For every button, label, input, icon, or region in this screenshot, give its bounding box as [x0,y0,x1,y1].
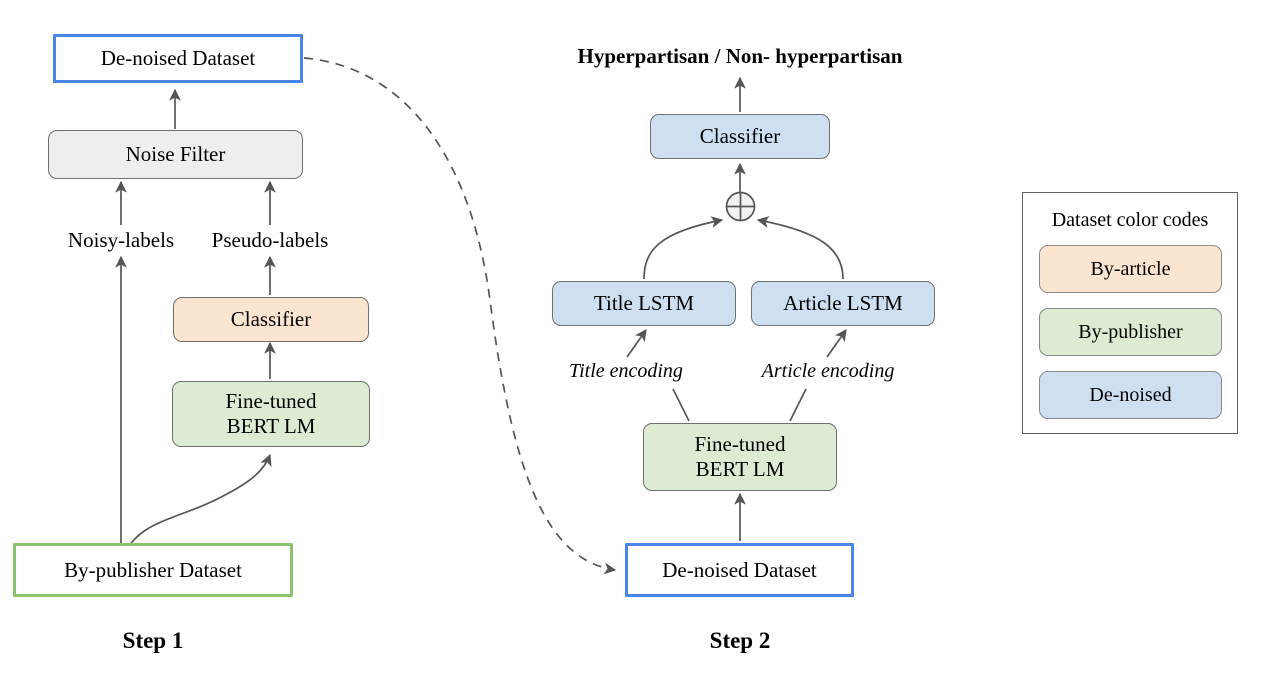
merge-plus-icon [725,191,756,222]
step2-bert-line1: Fine-tuned [694,432,786,457]
step1-classifier-label: Classifier [230,307,312,332]
legend-panel: Dataset color codes By-article By-publis… [1022,192,1238,434]
edge-articlelstm-to-merge [756,216,844,280]
legend-item-de-noised[interactable]: De-noised [1039,371,1222,419]
step1-bypublisher-dataset-box[interactable]: By-publisher Dataset [13,543,293,597]
step1-classifier-box[interactable]: Classifier [173,297,369,342]
step1-bert-line2: BERT LM [226,414,316,438]
step2-output-label: Hyperpartisan / Non- hyperpartisan [577,44,903,68]
step1-bert-line1: Fine-tuned [225,389,317,414]
label-article-encoding: Article encoding [761,360,895,382]
step2-article-lstm-label: Article LSTM [783,291,903,316]
label-pseudo-labels: Pseudo-labels [211,228,329,252]
step2-denoised-dataset-box[interactable]: De-noised Dataset [625,543,854,597]
edge-bert-to-articleencoding [789,388,807,422]
edge-titlelstm-to-merge [643,216,724,280]
edge-bert-to-titleencoding [672,388,690,422]
step1-caption: Step 1 [122,628,184,653]
legend-item-by-publisher-label: By-publisher [1078,320,1183,343]
step2-caption: Step 2 [709,628,771,653]
step1-denoised-dataset-label: De-noised Dataset [100,46,256,71]
step2-classifier-label: Classifier [699,124,781,149]
step1-bypublisher-dataset-label: By-publisher Dataset [64,557,242,582]
edge-titleencoding-to-titlelstm [626,329,647,358]
legend-item-by-publisher[interactable]: By-publisher [1039,308,1222,356]
label-title-encoding: Title encoding [569,360,683,382]
step1-denoised-dataset-box[interactable]: De-noised Dataset [53,34,303,83]
step2-title-lstm-label: Title LSTM [593,291,695,316]
step2-finetuned-bert-box[interactable]: Fine-tuned BERT LM [643,423,837,491]
step1-noise-filter-box[interactable]: Noise Filter [48,130,303,179]
step2-classifier-box[interactable]: Classifier [650,114,830,159]
step1-noise-filter-label: Noise Filter [125,142,226,167]
legend-item-de-noised-label: De-noised [1089,383,1172,406]
step1-finetuned-bert-box[interactable]: Fine-tuned BERT LM [172,381,370,447]
legend-item-by-article[interactable]: By-article [1039,245,1222,293]
step2-article-lstm-box[interactable]: Article LSTM [751,281,935,326]
edge-articleencoding-to-articlelstm [826,329,847,358]
step2-denoised-dataset-label: De-noised Dataset [662,557,817,582]
label-noisy-labels: Noisy-labels [67,228,175,252]
step2-title-lstm-box[interactable]: Title LSTM [552,281,736,326]
legend-title: Dataset color codes [1051,209,1209,231]
step2-bert-line2: BERT LM [695,457,785,481]
legend-item-by-article-label: By-article [1090,257,1171,280]
